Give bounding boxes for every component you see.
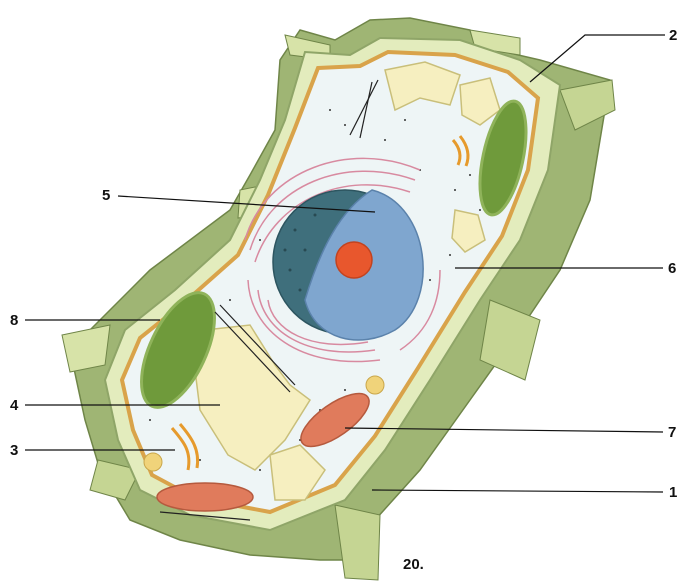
label-1: 1 (669, 485, 677, 500)
label-2: 2 (669, 28, 677, 43)
label-8: 8 (10, 313, 18, 328)
figure-caption: 20. (403, 556, 424, 573)
label-4: 4 (10, 398, 18, 413)
nucleolus (336, 242, 372, 278)
label-6: 6 (668, 261, 676, 276)
label-7: 7 (668, 425, 676, 440)
label-3: 3 (10, 443, 18, 458)
label-5: 5 (102, 188, 110, 203)
